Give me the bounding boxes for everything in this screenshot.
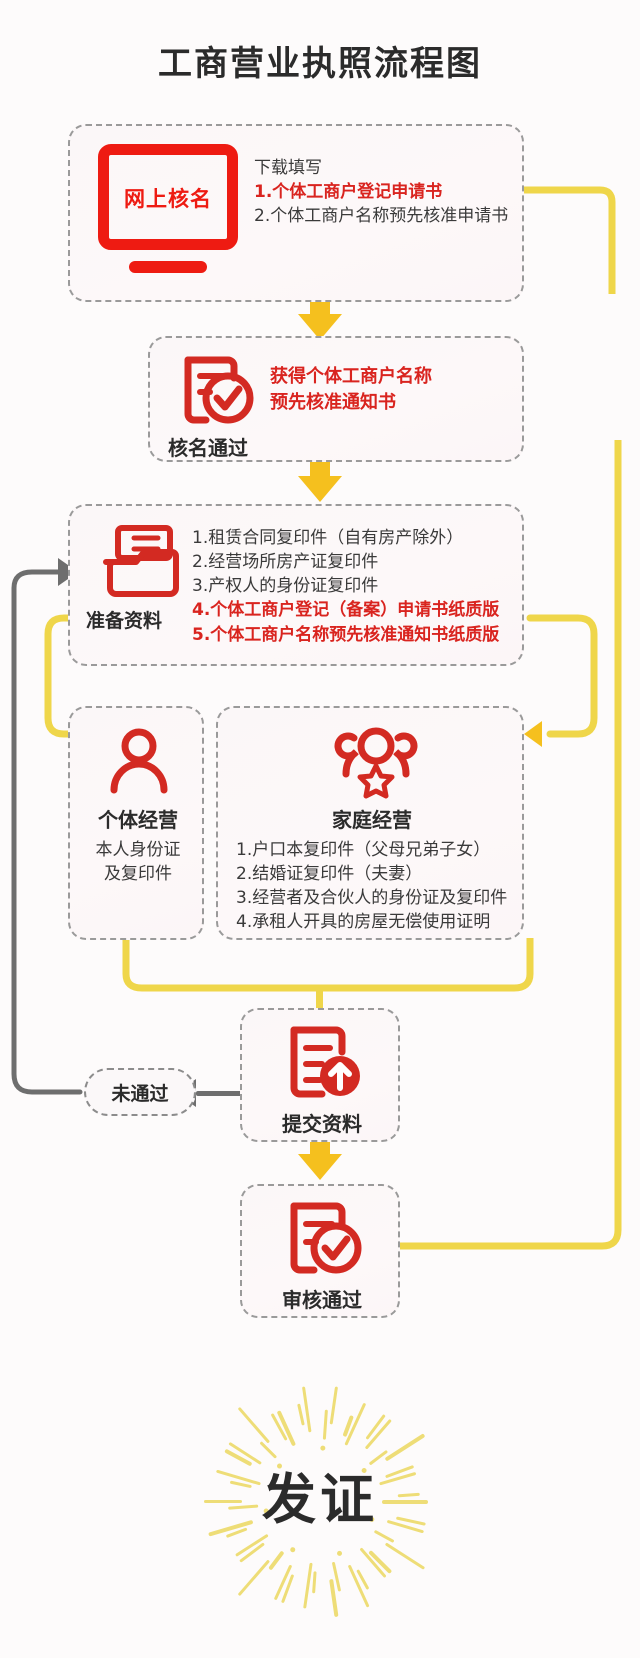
status-badge-rejected[interactable]: 未通过 bbox=[84, 1068, 196, 1116]
family-icon bbox=[334, 727, 418, 799]
person-icon bbox=[110, 728, 168, 794]
step5-line-1: 1.户口本复印件（父母兄弟子女） bbox=[236, 840, 491, 860]
document-upload-icon bbox=[290, 1026, 360, 1098]
connector-submit-to-rejected bbox=[196, 1091, 244, 1096]
card-name-approved[interactable]: 核名通过 获得个体工商户名称 预先核准通知书 bbox=[148, 336, 524, 462]
step5-detail-lines: 1.户口本复印件（父母兄弟子女） 2.结婚证复印件（夫妻） 3.经营者及合伙人的… bbox=[236, 838, 507, 935]
card-name-approved-label: 核名通过 bbox=[168, 436, 248, 460]
arrow-step1-to-step2 bbox=[298, 300, 342, 342]
connector-rail-into-review bbox=[370, 1242, 570, 1250]
step5-line-3: 3.经营者及合伙人的身份证及复印件 bbox=[236, 888, 508, 909]
step2-line-1: 获得个体工商户名称 bbox=[270, 366, 432, 387]
card-individual-business[interactable]: 个体经营 本人身份证 及复印件 bbox=[68, 706, 204, 940]
arrow-submit-to-review bbox=[298, 1140, 342, 1182]
rejected-label: 未通过 bbox=[111, 1082, 169, 1105]
step5-line-4: 4.承租人开具的房屋无偿使用证明 bbox=[236, 912, 491, 933]
document-check-icon bbox=[184, 356, 254, 424]
step3-line-3: 3.产权人的身份证复印件 bbox=[192, 576, 379, 597]
step1-line-3: 2.个体工商户名称预先核准申请书 bbox=[254, 206, 509, 227]
monitor-icon: 网上核名 bbox=[98, 144, 238, 276]
step4-detail-lines: 本人身份证 及复印件 bbox=[70, 838, 206, 886]
step3-line-1: 1.租赁合同复印件（自有房产除外） bbox=[192, 528, 464, 548]
connector-rejected-to-prepare bbox=[11, 569, 83, 1095]
step5-line-2: 2.结婚证复印件（夫妻） bbox=[236, 864, 423, 885]
card-submit-materials-label: 提交资料 bbox=[282, 1112, 362, 1136]
card-prepare-materials[interactable]: 准备资料 1.租赁合同复印件（自有房产除外） 2.经营场所房产证复印件 3.产权… bbox=[68, 504, 524, 666]
connector-card1-to-rail bbox=[520, 186, 616, 294]
step4-line-1: 本人身份证 bbox=[95, 840, 181, 860]
document-check-icon-review bbox=[290, 1202, 362, 1274]
step1-line-2: 1.个体工商户登记申请书 bbox=[254, 182, 443, 203]
monitor-icon-label: 网上核名 bbox=[124, 187, 212, 211]
card-review-passed[interactable]: 审核通过 bbox=[240, 1184, 400, 1318]
connector-merge-to-submit bbox=[122, 938, 534, 992]
connector-prepare-to-family bbox=[526, 614, 598, 738]
card-review-passed-label: 审核通过 bbox=[282, 1288, 362, 1312]
celebration-burst bbox=[170, 1370, 470, 1630]
page-title: 工商营业执照流程图 bbox=[158, 44, 482, 84]
step3-line-2: 2.经营场所房产证复印件 bbox=[192, 552, 379, 573]
connector-prepare-to-individual bbox=[44, 614, 142, 738]
folder-icon bbox=[103, 525, 179, 597]
final-label-certificate-issued: 发证 bbox=[262, 1468, 378, 1531]
step2-detail-lines: 获得个体工商户名称 预先核准通知书 bbox=[270, 364, 432, 416]
arrow-step2-to-step3 bbox=[298, 462, 342, 504]
step3-line-5: 5.个体工商户名称预先核准通知书纸质版 bbox=[192, 624, 500, 645]
card-prepare-materials-label: 准备资料 bbox=[86, 610, 163, 632]
step1-detail-lines: 下载填写 1.个体工商户登记申请书 2.个体工商户名称预先核准申请书 bbox=[254, 156, 508, 228]
connector-long-right-rail bbox=[560, 440, 622, 1250]
card-online-name-check[interactable]: 网上核名 下载填写 1.个体工商户登记申请书 2.个体工商户名称预先核准申请书 bbox=[68, 124, 524, 302]
step3-line-4: 4.个体工商户登记（备案）申请书纸质版 bbox=[192, 600, 500, 621]
step1-line-1: 下载填写 bbox=[254, 158, 322, 178]
step3-detail-lines: 1.租赁合同复印件（自有房产除外） 2.经营场所房产证复印件 3.产权人的身份证… bbox=[192, 526, 499, 647]
arrowhead-to-family-business bbox=[524, 721, 542, 747]
card-family-business[interactable]: 家庭经营 1.户口本复印件（父母兄弟子女） 2.结婚证复印件（夫妻） 3.经营者… bbox=[216, 706, 524, 940]
step2-line-2: 预先核准通知书 bbox=[270, 392, 396, 414]
card-individual-business-label: 个体经营 bbox=[98, 808, 178, 832]
step4-line-2: 及复印件 bbox=[104, 864, 172, 885]
card-family-business-label: 家庭经营 bbox=[332, 808, 412, 832]
card-submit-materials[interactable]: 提交资料 bbox=[240, 1008, 400, 1142]
